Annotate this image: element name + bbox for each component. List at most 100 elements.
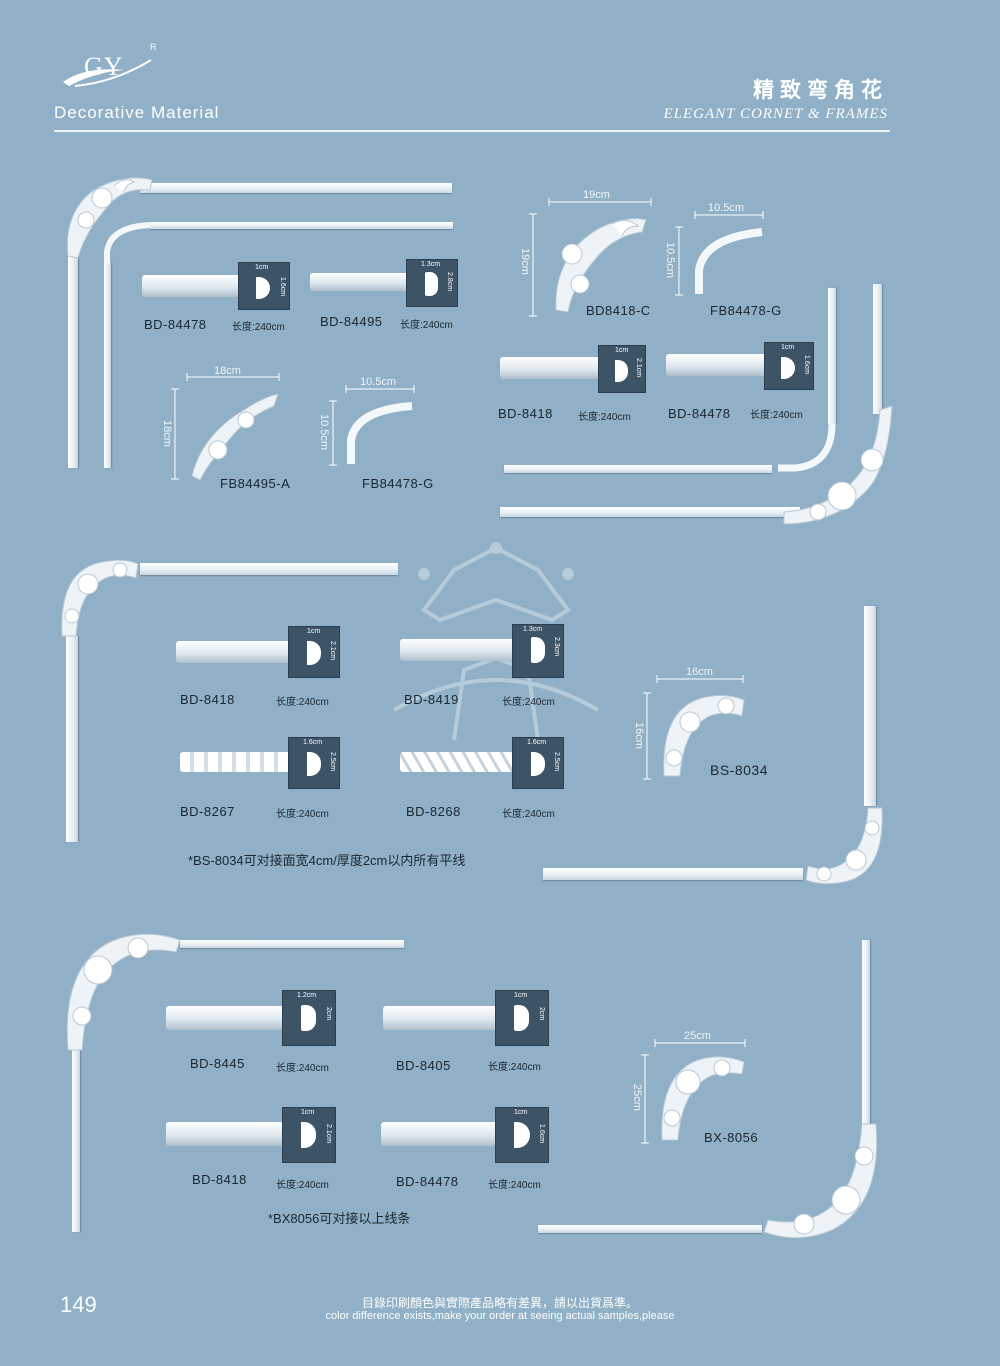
profile-shape	[514, 1005, 529, 1031]
frame-moulding	[504, 465, 772, 473]
profile-box: 1.3cm 2.8cm	[406, 259, 458, 307]
dimension-line	[329, 400, 337, 466]
corner-width-dim: 10.5cm	[360, 376, 397, 388]
profile-width: 1.2cm	[297, 992, 317, 999]
product-code: BD-8418	[192, 1172, 247, 1187]
ornate-corner-icon	[663, 695, 745, 777]
product-code: BD-84478	[396, 1174, 459, 1189]
profile-shape	[307, 641, 321, 665]
ornate-corner-icon	[66, 177, 153, 259]
product-length: 长度:240cm	[276, 697, 329, 708]
product-length: 长度:240cm	[232, 322, 285, 333]
profile-shape	[425, 272, 438, 296]
profile-height: 2.1cm	[329, 641, 336, 661]
profile-box: 1cm 2.1cm	[288, 626, 340, 678]
moulding-sample	[176, 641, 288, 663]
corner-arc-moulding	[347, 402, 413, 464]
corner-code: BD8418-C	[586, 303, 651, 318]
profile-height: 1.6cm	[803, 355, 810, 375]
corner-code: BS-8034	[710, 762, 768, 778]
corner-width-dim: 16cm	[686, 666, 713, 678]
frame-moulding	[150, 222, 453, 229]
product-length: 长度:240cm	[488, 1062, 541, 1073]
profile-width: 1cm	[301, 1109, 315, 1116]
profile-shape	[256, 277, 270, 299]
profile-shape	[301, 1122, 316, 1148]
product-code: BD-8405	[396, 1058, 451, 1073]
page-title-cn: 精致弯角花	[753, 77, 888, 102]
profile-height: 2.5cm	[553, 752, 560, 772]
frame-moulding	[500, 507, 800, 517]
moulding-sample	[383, 1006, 495, 1030]
profile-box: 1cm 2.1cm	[598, 345, 646, 393]
product-code: BD-84478	[144, 317, 207, 332]
dimension-line	[694, 211, 764, 219]
header-divider	[54, 130, 890, 132]
product-code: BD-8267	[180, 804, 235, 819]
corner-arc-moulding	[778, 423, 836, 472]
frame-moulding	[66, 636, 78, 842]
logo-swoosh-icon	[63, 59, 152, 87]
registered-mark: R	[150, 42, 157, 52]
product-length: 长度:240cm	[578, 412, 631, 423]
corner-code: FB84478-G	[710, 303, 782, 318]
compatibility-note: *BX8056可对接以上线条	[268, 1211, 411, 1226]
frame-moulding	[828, 288, 836, 424]
corner-arc-moulding	[695, 228, 763, 294]
dimension-line	[529, 213, 537, 317]
product-code: BD-8419	[404, 692, 459, 707]
disclaimer-cn: 目錄印刷顏色與實際產品略有差異，請以出貨爲準。	[361, 1296, 638, 1310]
moulding-sample	[400, 752, 512, 772]
moulding-sample	[180, 752, 288, 772]
ornate-corner-icon	[763, 1123, 878, 1239]
dimension-line	[171, 388, 179, 480]
frame-moulding	[68, 230, 78, 468]
moulding-sample	[400, 639, 512, 661]
dimension-line	[656, 675, 744, 683]
product-code: BD-8445	[190, 1056, 245, 1071]
profile-width: 1.6cm	[303, 739, 323, 746]
moulding-sample	[142, 275, 238, 297]
profile-width: 1.3cm	[421, 261, 441, 268]
profile-height: 1.6cm	[279, 277, 286, 297]
profile-width: 1cm	[255, 264, 269, 271]
corner-arc-moulding	[104, 222, 151, 264]
corner-width-dim: 10.5cm	[708, 202, 745, 214]
profile-box: 1cm 1.6cm	[495, 1107, 549, 1163]
compatibility-note: *BS-8034可对接面宽4cm/厚度2cm以内所有平线	[188, 853, 466, 868]
product-length: 长度:240cm	[488, 1180, 541, 1191]
product-code: BD-8418	[180, 692, 235, 707]
frame-moulding	[140, 183, 452, 193]
profile-width: 1cm	[514, 1109, 528, 1116]
ornate-corner-icon	[555, 218, 647, 313]
profile-height: 1.6cm	[538, 1124, 545, 1144]
profile-width: 1cm	[514, 992, 528, 999]
frame-moulding	[140, 563, 398, 575]
corner-code: BX-8056	[704, 1130, 759, 1145]
profile-shape	[301, 1005, 316, 1031]
frame-moulding	[72, 1050, 80, 1232]
profile-box: 1.6cm 2.5cm	[512, 737, 564, 789]
profile-box: 1cm 2.1cm	[282, 1107, 336, 1163]
dimension-line	[548, 198, 652, 206]
product-length: 长度:240cm	[502, 697, 555, 708]
product-length: 长度:240cm	[276, 809, 329, 820]
profile-width: 1cm	[615, 347, 629, 354]
profile-shape	[307, 752, 321, 776]
frame-moulding	[873, 284, 882, 414]
profile-box: 1cm 2cm	[495, 990, 549, 1046]
product-length: 长度:240cm	[276, 1063, 329, 1074]
profile-box: 1.3cm 2.3cm	[512, 624, 564, 678]
product-code: BD-8418	[498, 406, 553, 421]
ornate-corner-icon	[661, 1056, 745, 1141]
ornate-corner-icon	[783, 405, 893, 525]
profile-height: 2cm	[325, 1007, 332, 1021]
dimension-line	[643, 692, 651, 780]
page-number: 149	[60, 1292, 97, 1317]
profile-box: 1.2cm 2cm	[282, 990, 336, 1046]
frame-moulding	[864, 606, 876, 806]
dimension-line	[641, 1054, 649, 1144]
moulding-sample	[166, 1122, 282, 1146]
moulding-sample	[666, 354, 764, 376]
profile-width: 1cm	[307, 628, 321, 635]
